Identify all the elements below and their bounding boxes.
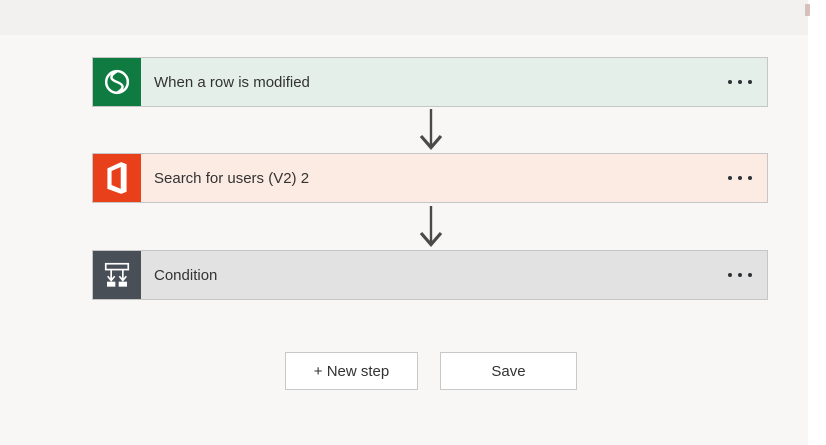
- new-step-button[interactable]: + New step: [285, 352, 418, 390]
- step-title: Condition: [154, 266, 218, 284]
- save-button[interactable]: Save: [440, 352, 577, 390]
- right-gutter: [808, 0, 826, 445]
- ellipsis-dot: [748, 176, 752, 180]
- ellipsis-dot: [748, 273, 752, 277]
- ellipsis-dot: [728, 273, 732, 277]
- more-options-button[interactable]: [713, 68, 767, 96]
- ellipsis-dot: [728, 80, 732, 84]
- step-title: When a row is modified: [154, 73, 310, 91]
- connector-arrow: [418, 108, 444, 152]
- more-options-button[interactable]: [713, 261, 767, 289]
- ellipsis-dot: [728, 176, 732, 180]
- condition-icon: [93, 251, 141, 299]
- flow-canvas: When a row is modified Search for users …: [0, 0, 808, 390]
- step-title: Search for users (V2) 2: [154, 169, 310, 187]
- ellipsis-dot: [738, 176, 742, 180]
- step-card-when-a-row-is-modified[interactable]: When a row is modified: [92, 57, 768, 107]
- more-options-button[interactable]: [713, 164, 767, 192]
- ellipsis-dot: [738, 80, 742, 84]
- top-bar: [0, 0, 808, 35]
- dataverse-icon: [93, 58, 141, 106]
- step-card-condition[interactable]: Condition: [92, 250, 768, 300]
- office365-icon: [93, 154, 141, 202]
- scrollbar-thumb[interactable]: [805, 4, 810, 16]
- ellipsis-dot: [738, 273, 742, 277]
- ellipsis-dot: [748, 80, 752, 84]
- step-card-search-for-users[interactable]: Search for users (V2) 2: [92, 153, 768, 203]
- connector-arrow: [418, 205, 444, 249]
